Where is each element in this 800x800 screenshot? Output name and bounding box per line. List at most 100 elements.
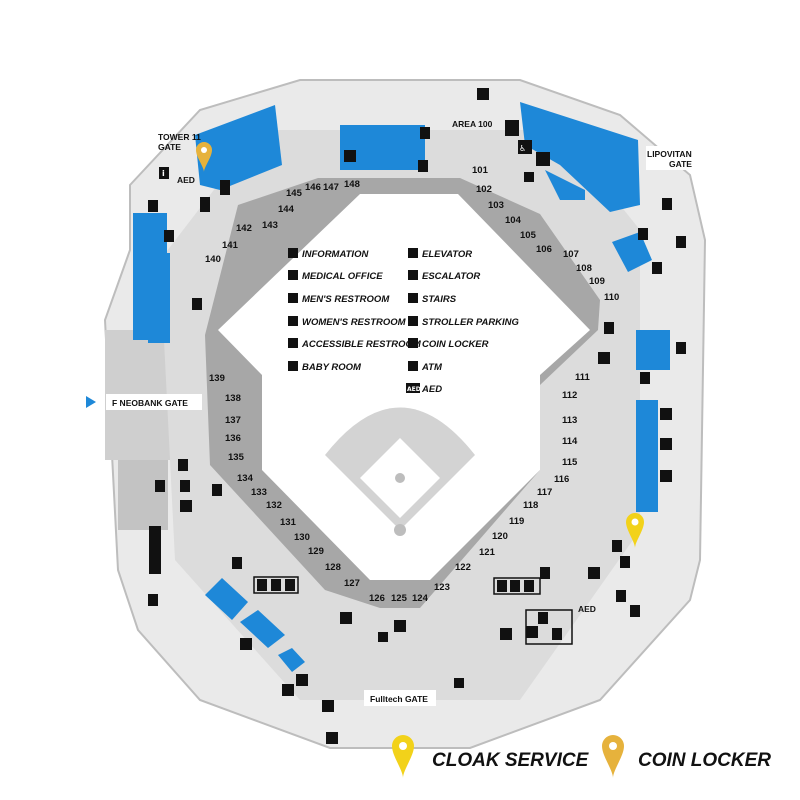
section-134: 134 — [237, 473, 254, 484]
section-140: 140 — [205, 254, 221, 265]
escalator-icon — [178, 459, 188, 471]
section-116: 116 — [554, 474, 569, 485]
section-108: 108 — [576, 263, 592, 274]
section-107: 107 — [563, 249, 579, 260]
neobank-gate-arrow-icon — [86, 396, 96, 408]
restroom-icon — [220, 180, 230, 195]
restroom-icon — [282, 684, 294, 696]
legend-escalator: ESCALATOR — [422, 271, 480, 282]
gate-labels: TOWER 11 GATE AREA 100 LIPOVITAN GATE F … — [86, 119, 692, 706]
section-130: 130 — [294, 532, 310, 543]
cloak-service-label: CLOAK SERVICE — [432, 750, 590, 771]
baby-room-icon — [322, 700, 334, 712]
elevator-icon — [676, 236, 686, 248]
blue-seating — [133, 102, 670, 672]
legend: INFORMATION MEDICAL OFFICE MEN'S RESTROO… — [288, 248, 520, 395]
restroom-icon — [524, 580, 534, 592]
accessible-icon — [660, 438, 672, 450]
restroom-icon — [660, 408, 672, 420]
section-112: 112 — [562, 390, 577, 401]
accessible-icon-glyph: ♿ — [519, 144, 526, 153]
cloak-service-pin-dot — [631, 518, 639, 526]
blue-seating-sw-3 — [278, 648, 305, 672]
elevator-icon — [148, 594, 158, 606]
section-128: 128 — [325, 562, 341, 573]
information-icon — [288, 248, 298, 258]
section-144: 144 — [278, 204, 295, 215]
section-101: 101 — [472, 165, 489, 176]
stairs-icon — [630, 605, 640, 617]
stroller-icon — [212, 484, 222, 496]
section-102: 102 — [476, 184, 492, 195]
section-103: 103 — [488, 200, 504, 211]
lipovitan-gate-label-1: LIPOVITAN — [647, 149, 692, 159]
restroom-icon — [638, 228, 648, 240]
section-136: 136 — [225, 433, 241, 444]
elevator-icon — [420, 127, 430, 139]
fulltech-gate-label: Fulltech GATE — [370, 694, 428, 704]
locker-icon — [148, 200, 158, 212]
section-106: 106 — [536, 244, 552, 255]
cloak-service-pin-icon[interactable] — [626, 513, 644, 548]
stroller-icon — [524, 172, 534, 182]
atm-icon — [408, 361, 418, 371]
restroom-icon — [240, 638, 252, 650]
section-labels: 101 102 103 104 105 106 107 108 109 110 … — [205, 165, 619, 604]
restroom-icon — [285, 579, 295, 591]
elevator-icon — [616, 590, 626, 602]
coin-locker-pin-dot — [201, 147, 207, 153]
elevator-icon — [164, 230, 174, 242]
coin-locker-icon — [408, 338, 418, 348]
legend-medical: MEDICAL OFFICE — [302, 271, 383, 282]
section-129: 129 — [308, 546, 324, 557]
section-146: 146 — [305, 182, 321, 193]
escalator-icon — [588, 567, 600, 579]
section-124: 124 — [412, 593, 429, 604]
stairs-icon — [155, 480, 165, 492]
locker-icon — [640, 372, 650, 384]
stroller-icon — [454, 678, 464, 688]
legend-stairs: STAIRS — [422, 294, 457, 305]
section-137: 137 — [225, 415, 241, 426]
pitchers-mound — [395, 473, 405, 483]
section-127: 127 — [344, 578, 360, 589]
stairs-icon — [326, 732, 338, 744]
section-145: 145 — [286, 188, 303, 199]
lipovitan-gate-bg — [646, 146, 690, 170]
restroom-icon — [510, 580, 520, 592]
section-121: 121 — [479, 547, 496, 558]
escalator-icon — [192, 298, 202, 310]
blue-seating-nw — [195, 105, 282, 190]
escalator-icon — [676, 342, 686, 354]
baby-room-icon — [288, 361, 298, 371]
legend-baby: BABY ROOM — [302, 362, 362, 373]
section-120: 120 — [492, 531, 508, 542]
aed-label-right: AED — [578, 604, 596, 614]
stroller-icon — [500, 628, 512, 640]
section-125: 125 — [391, 593, 408, 604]
section-105: 105 — [520, 230, 537, 241]
blue-seating-sw-1 — [205, 578, 248, 620]
escalator-icon — [408, 270, 418, 280]
stroller-icon — [180, 500, 192, 512]
legend-elevator: ELEVATOR — [422, 249, 472, 260]
blue-seating-east — [636, 400, 658, 512]
restroom-cluster-sw — [253, 576, 299, 594]
playing-field — [218, 194, 590, 580]
legend-aed: AED — [421, 384, 442, 395]
blue-seating-east-small — [612, 232, 652, 272]
restroom-icon — [505, 120, 519, 136]
stairs-icon — [344, 150, 356, 162]
cloak-service-pin[interactable] — [626, 513, 644, 548]
section-132: 132 — [266, 500, 282, 511]
section-110: 110 — [604, 292, 619, 303]
section-141: 141 — [222, 240, 239, 251]
coin-locker-pin[interactable] — [196, 142, 212, 172]
section-113: 113 — [562, 415, 577, 426]
home-plate — [394, 524, 406, 536]
coin-locker-pin-icon[interactable] — [196, 142, 212, 172]
locker-icon — [340, 612, 352, 624]
restroom-icon — [538, 612, 548, 624]
coin-locker-legend-dot — [609, 742, 617, 750]
